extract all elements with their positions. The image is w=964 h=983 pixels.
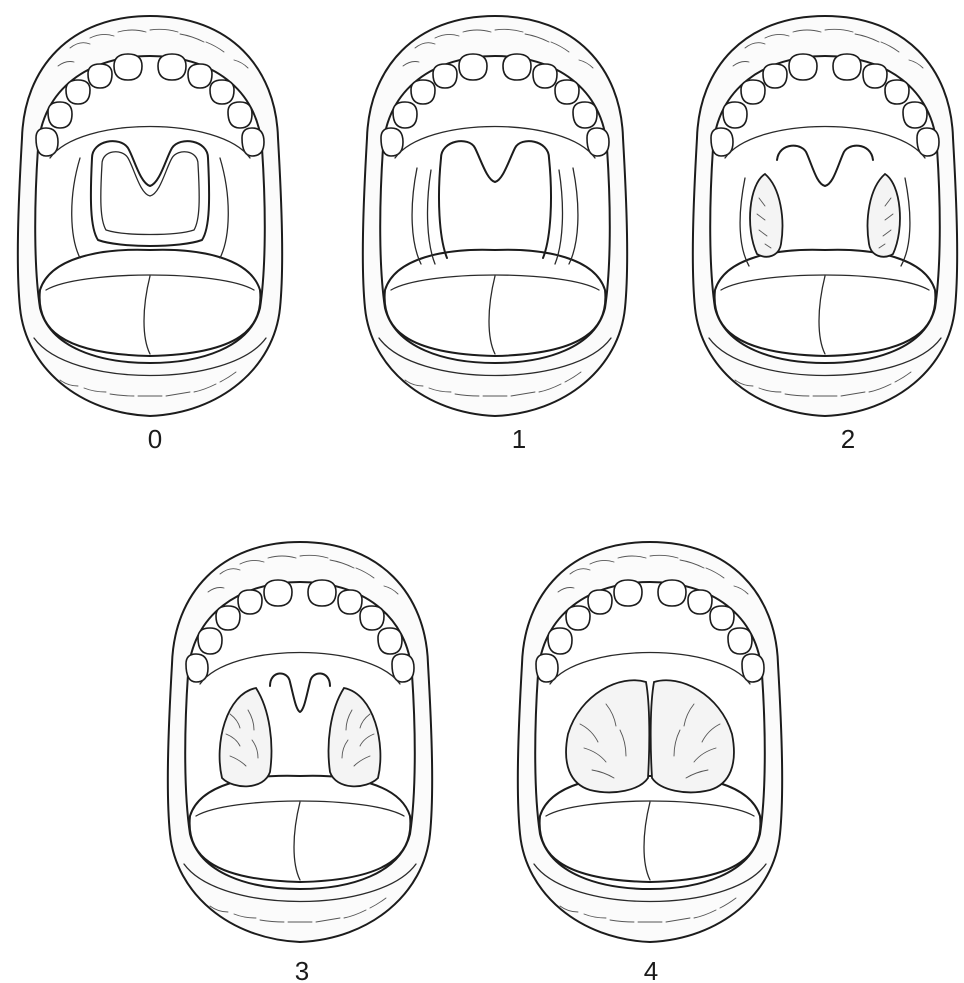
mouth-grade-1: [363, 16, 627, 416]
mouth-grade-4: [518, 542, 782, 942]
grade-label-2: 2: [841, 424, 855, 454]
grade-label-4: 4: [644, 956, 658, 983]
mouth-grade-3: [168, 542, 432, 942]
mouth-grade-2: [693, 16, 957, 416]
grade-label-3: 3: [295, 956, 309, 983]
grade-label-1: 1: [512, 424, 526, 454]
mouth-grade-0: [18, 16, 282, 416]
grade-label-0: 0: [148, 424, 162, 454]
